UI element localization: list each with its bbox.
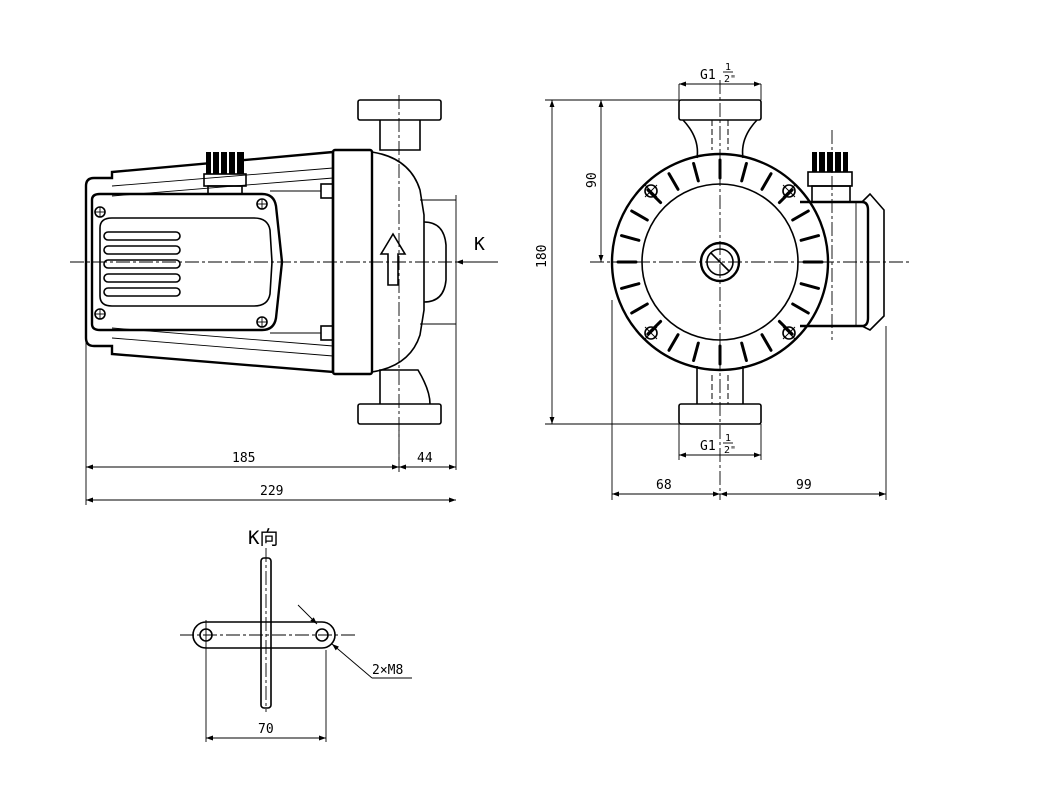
cooling-fin bbox=[791, 302, 810, 315]
cooling-fin bbox=[667, 333, 680, 352]
cooling-fin bbox=[740, 341, 748, 362]
housing-bolt-icon bbox=[644, 184, 796, 340]
cooling-fin bbox=[760, 333, 773, 352]
side-view: K 185 44 229 bbox=[70, 95, 500, 505]
cooling-fin bbox=[692, 341, 700, 362]
cooling-fin bbox=[760, 172, 773, 191]
dim-185: 185 bbox=[232, 451, 255, 466]
thread-top-frac-den: 2" bbox=[724, 74, 736, 85]
bolt-spec-label: 2×M8 bbox=[372, 663, 403, 678]
thread-bottom-label: G1 bbox=[700, 439, 716, 454]
k-view: K向 70 2×M8 bbox=[180, 527, 412, 742]
dim-180: 180 bbox=[535, 245, 550, 268]
dim-99: 99 bbox=[796, 478, 812, 493]
cooling-fin bbox=[630, 209, 649, 222]
cooling-fin bbox=[620, 234, 641, 242]
cover-screw-icon bbox=[94, 198, 268, 328]
thread-top-label: G1 bbox=[700, 68, 716, 83]
thread-bottom-frac-den: 2" bbox=[724, 445, 736, 456]
cooling-fin bbox=[799, 282, 820, 290]
thread-top-frac-num: 1 bbox=[725, 62, 731, 73]
dim-229: 229 bbox=[260, 484, 283, 499]
thread-bottom-frac-num: 1 bbox=[725, 433, 731, 444]
cooling-fin bbox=[692, 162, 700, 183]
cooling-fin bbox=[667, 172, 680, 191]
view-arrow-label: K bbox=[474, 234, 485, 255]
dim-70: 70 bbox=[258, 722, 274, 737]
dim-90: 90 bbox=[585, 172, 600, 188]
cooling-fin bbox=[740, 162, 748, 183]
k-view-title: K向 bbox=[248, 527, 278, 549]
cooling-fin bbox=[630, 302, 649, 315]
front-view: 180 90 G1 1 2" G1 1 2" 68 99 bbox=[535, 62, 910, 500]
cooling-fin bbox=[620, 282, 641, 290]
cable-gland-icon bbox=[203, 152, 247, 195]
cooling-fin bbox=[791, 209, 810, 222]
dim-44: 44 bbox=[417, 451, 433, 466]
cooling-fin bbox=[799, 234, 820, 242]
dim-68: 68 bbox=[656, 478, 672, 493]
cable-gland-icon bbox=[807, 152, 853, 203]
